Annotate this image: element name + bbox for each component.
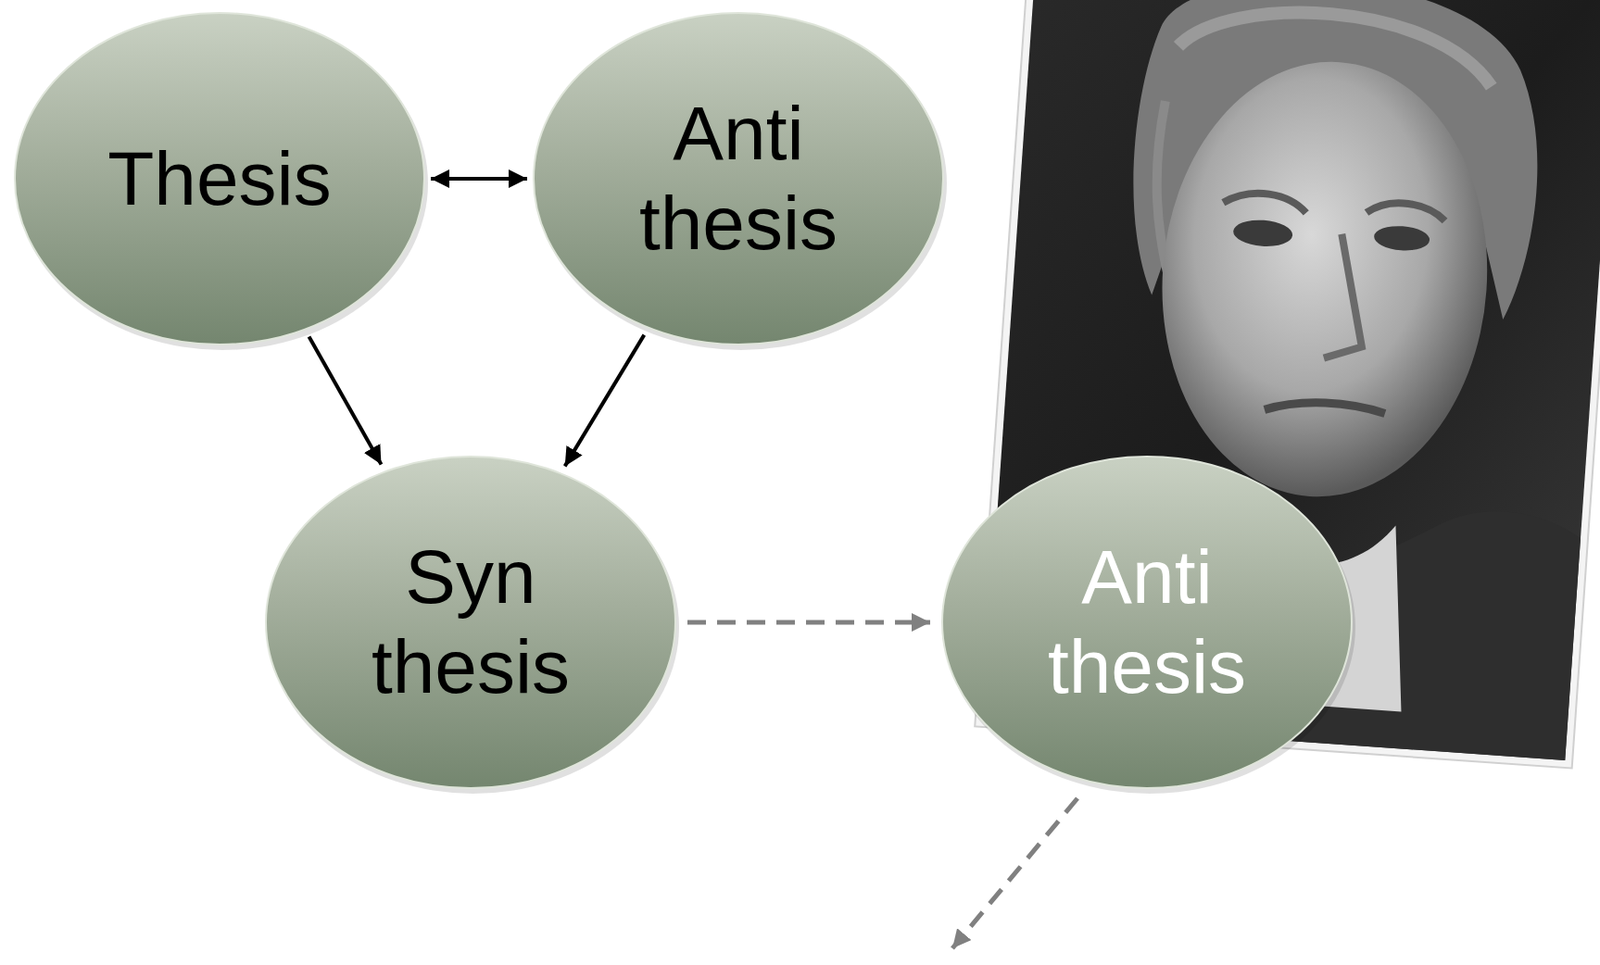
dialectic-ellipse: Thesis xyxy=(12,10,428,348)
ellipse-shape xyxy=(263,453,679,792)
node-label: Anti thesis xyxy=(599,88,878,269)
arrow-connector xyxy=(309,337,382,466)
dialectic-ellipse: Anti thesis xyxy=(939,453,1355,792)
dashed-arrow xyxy=(687,620,931,626)
ellipse-text-holder: Anti thesis xyxy=(530,10,946,348)
ellipse-text-holder: Syn thesis xyxy=(263,453,679,792)
ellipse-shape xyxy=(939,453,1355,792)
text-stack: Anti thesis xyxy=(599,88,878,269)
node-label: Syn thesis xyxy=(331,532,610,713)
text-stack: Syn thesis xyxy=(331,532,610,713)
ellipse-fill xyxy=(265,456,676,789)
ellipse-fill xyxy=(942,456,1352,789)
dashed-continuation-arrow xyxy=(952,798,1078,949)
dialectic-ellipse: Anti thesis xyxy=(530,10,946,348)
ellipse-text-holder: Anti thesis xyxy=(939,453,1355,792)
arrow-connector xyxy=(565,335,645,467)
dialectic-ellipse: Syn thesis xyxy=(263,453,679,792)
node-label: Thesis xyxy=(107,134,332,225)
node-label: Anti thesis xyxy=(1007,532,1286,713)
ellipse-fill xyxy=(533,12,944,345)
ellipse-shape xyxy=(530,10,946,348)
text-stack: Anti thesis xyxy=(1007,532,1286,713)
ellipse-fill xyxy=(14,12,425,345)
arrow-connector xyxy=(430,176,528,181)
ellipse-text-holder: Thesis xyxy=(12,10,428,348)
text-stack: Thesis xyxy=(107,134,332,225)
